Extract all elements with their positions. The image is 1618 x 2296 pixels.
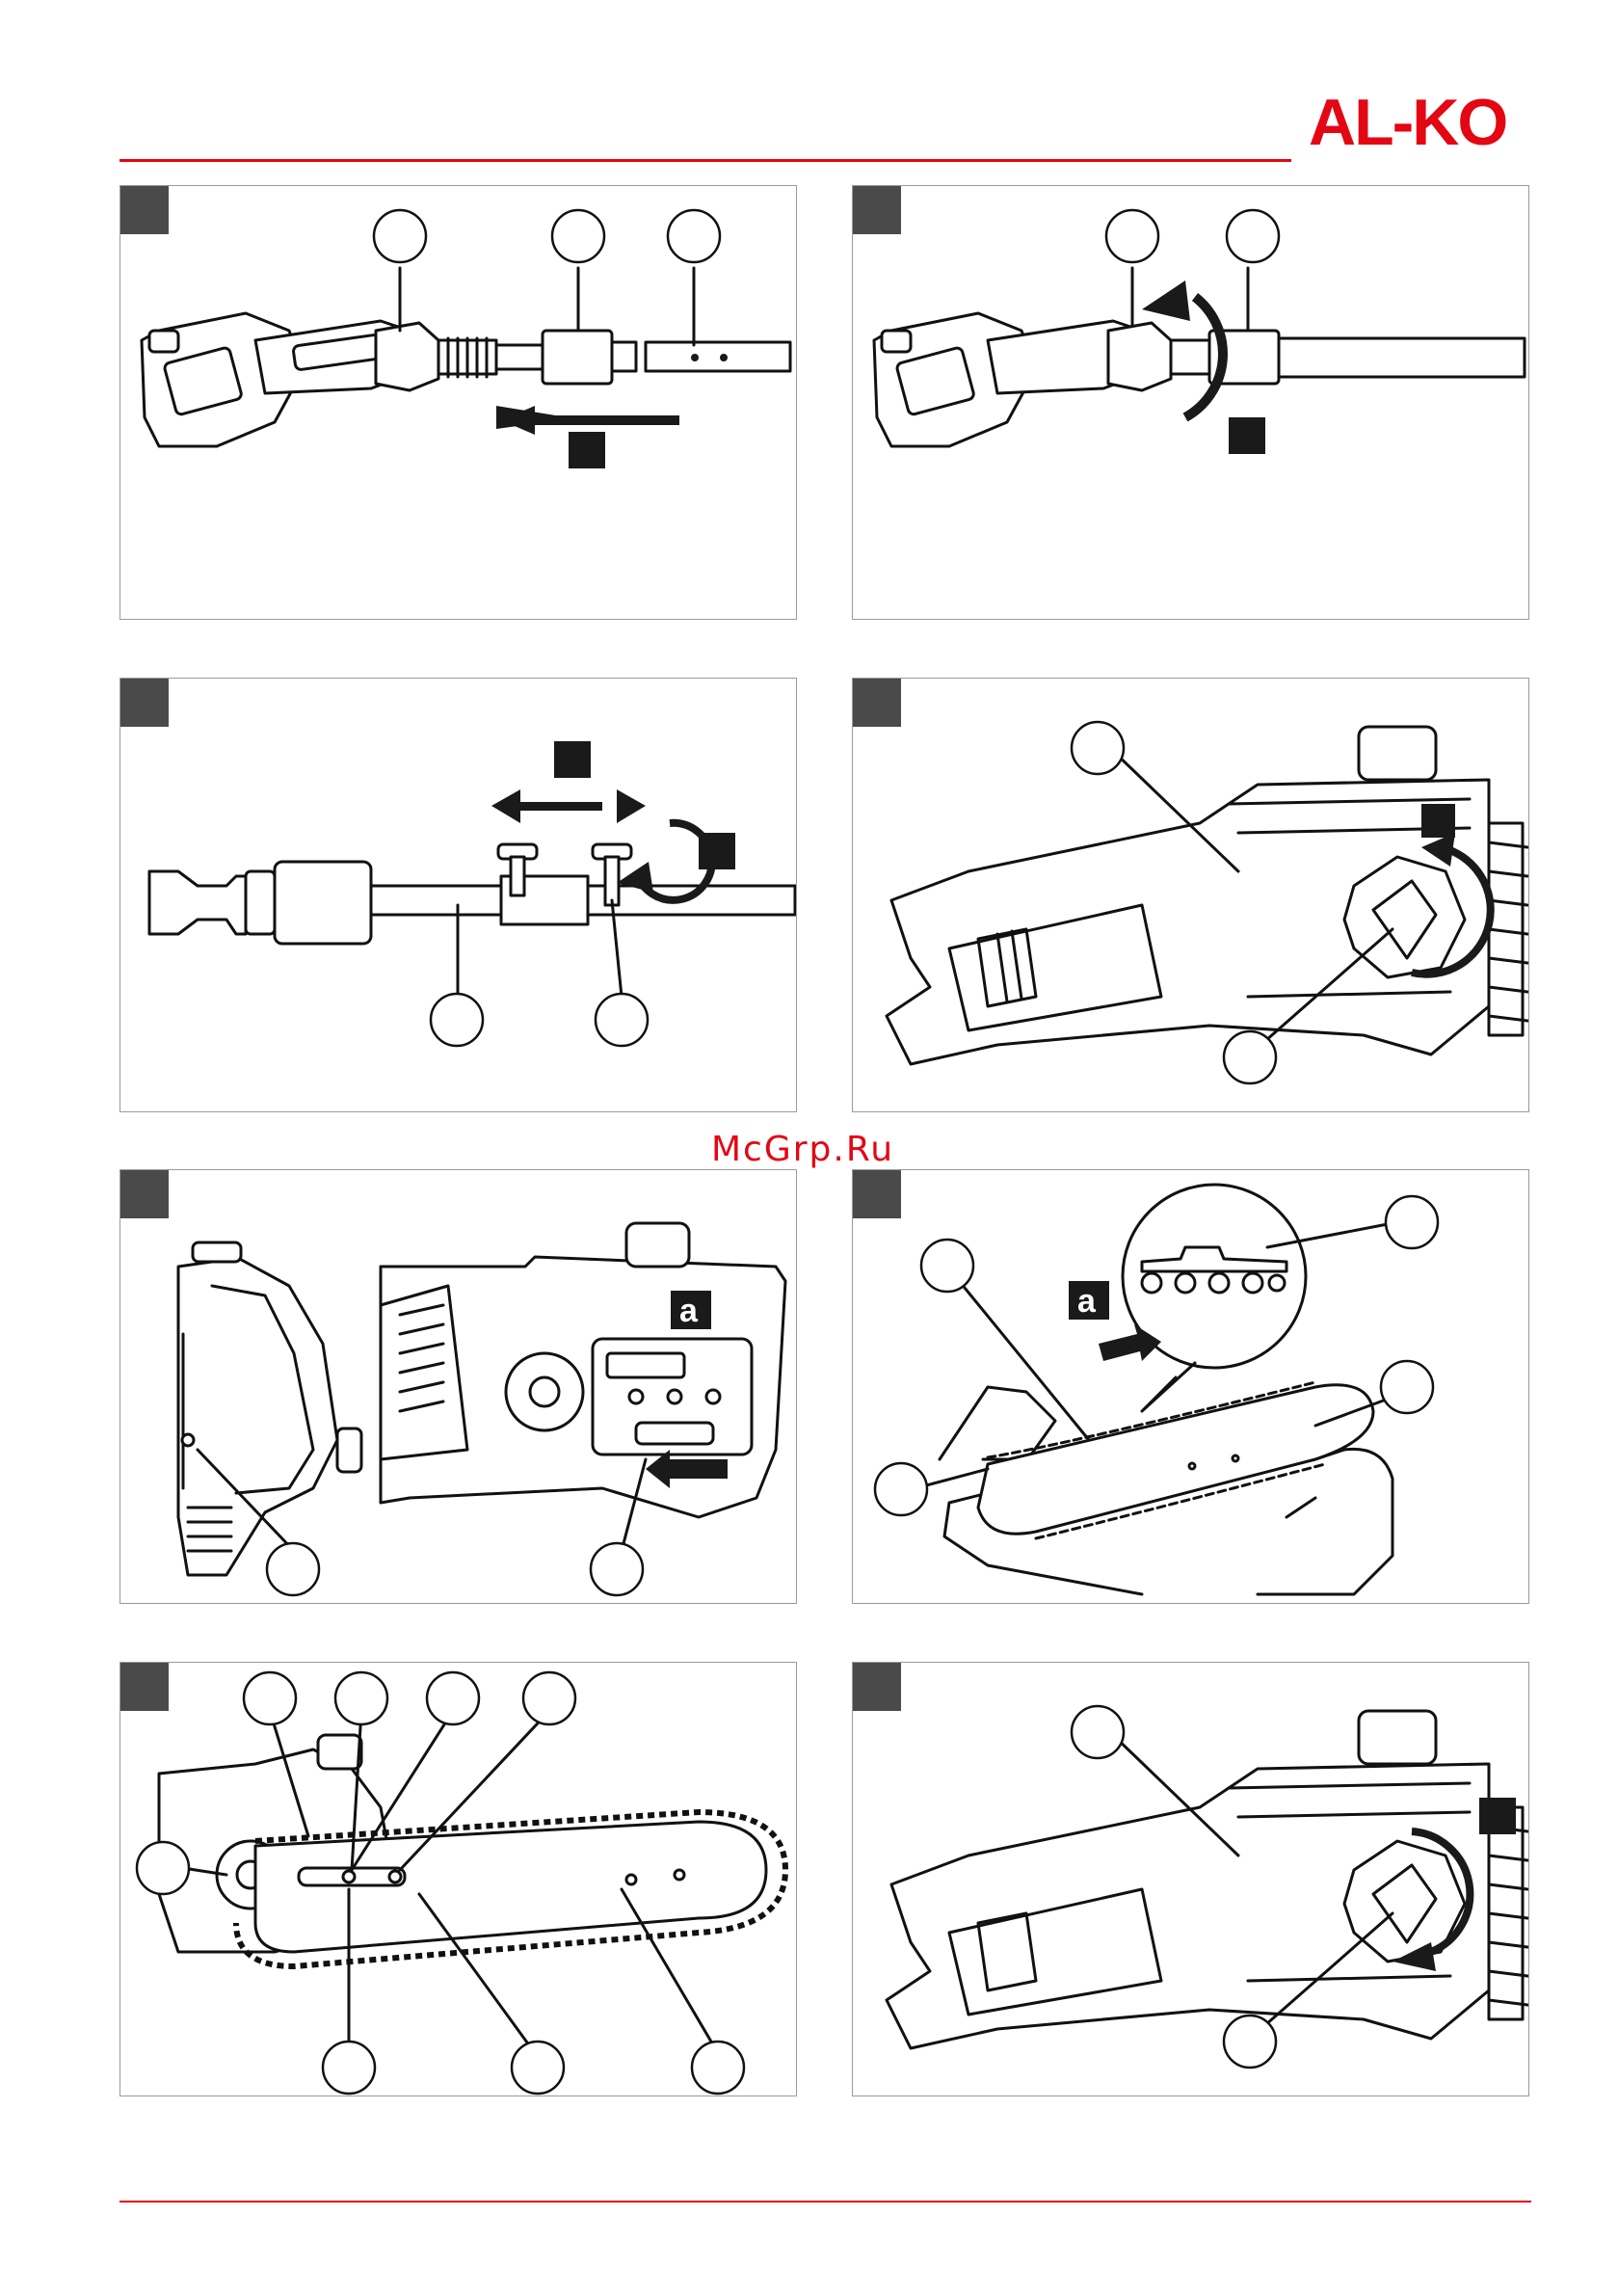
chain-detail-magnifier bbox=[1123, 1185, 1306, 1411]
figure-panel-4 bbox=[852, 678, 1529, 1112]
extension-pole bbox=[1279, 338, 1525, 377]
hand-right bbox=[1258, 1449, 1393, 1594]
illustration-tension-knob bbox=[853, 679, 1529, 1112]
figure-panel-1 bbox=[119, 185, 797, 620]
step-marker bbox=[554, 741, 591, 778]
motor-housing bbox=[142, 313, 496, 446]
locking-sleeve bbox=[543, 331, 612, 384]
illustration-pole-clamp bbox=[120, 679, 797, 1112]
step-marker bbox=[699, 833, 735, 869]
figure-panel-2 bbox=[852, 185, 1529, 620]
pole-grip-end bbox=[149, 871, 246, 934]
al-ko-logo: AL-KO bbox=[1309, 89, 1530, 156]
guide-bar bbox=[255, 1822, 766, 1952]
push-arrow-icon bbox=[496, 406, 679, 435]
callout-group bbox=[267, 1543, 643, 1595]
oil-cap bbox=[1359, 1711, 1436, 1764]
oil-cap bbox=[318, 1735, 361, 1769]
label-a: a bbox=[1077, 1283, 1097, 1320]
figure-panel-8 bbox=[852, 1662, 1529, 2096]
chain-bar bbox=[978, 1382, 1373, 1538]
figure-panel-3 bbox=[119, 678, 797, 1112]
illustration-bar-assembly bbox=[120, 1663, 797, 2096]
release-button bbox=[636, 1423, 713, 1444]
grip-sleeve bbox=[275, 862, 371, 944]
step-marker bbox=[1479, 1798, 1516, 1834]
oil-cap bbox=[626, 1223, 689, 1267]
figure-panel-6: a bbox=[852, 1169, 1529, 1604]
illustration-tension-knob-reverse bbox=[853, 1663, 1529, 2096]
callout-group bbox=[1106, 210, 1279, 262]
watermark: McGrp.Ru bbox=[711, 1130, 894, 1169]
adapter-shaft bbox=[496, 345, 544, 369]
illustration-chain-direction: a bbox=[853, 1170, 1529, 1604]
figure-panel-7 bbox=[119, 1662, 797, 2096]
motor-housing bbox=[874, 313, 1209, 446]
label-a: a bbox=[679, 1293, 699, 1329]
illustration-release-button: a bbox=[120, 1170, 797, 1604]
slide-arrow-icon bbox=[491, 789, 646, 823]
step-marker bbox=[1229, 417, 1265, 454]
callout-group bbox=[431, 994, 648, 1046]
header-rule bbox=[119, 159, 1291, 162]
step-marker bbox=[569, 432, 605, 468]
step-marker bbox=[1421, 804, 1455, 838]
illustration-pole-attach bbox=[120, 186, 797, 620]
extension-pole bbox=[646, 342, 790, 371]
oil-cap bbox=[1359, 727, 1436, 780]
illustration-twist-lock bbox=[853, 186, 1529, 620]
figure-panel-5: a bbox=[119, 1169, 797, 1604]
callout-group bbox=[374, 210, 720, 262]
footer-rule bbox=[119, 2201, 1531, 2203]
